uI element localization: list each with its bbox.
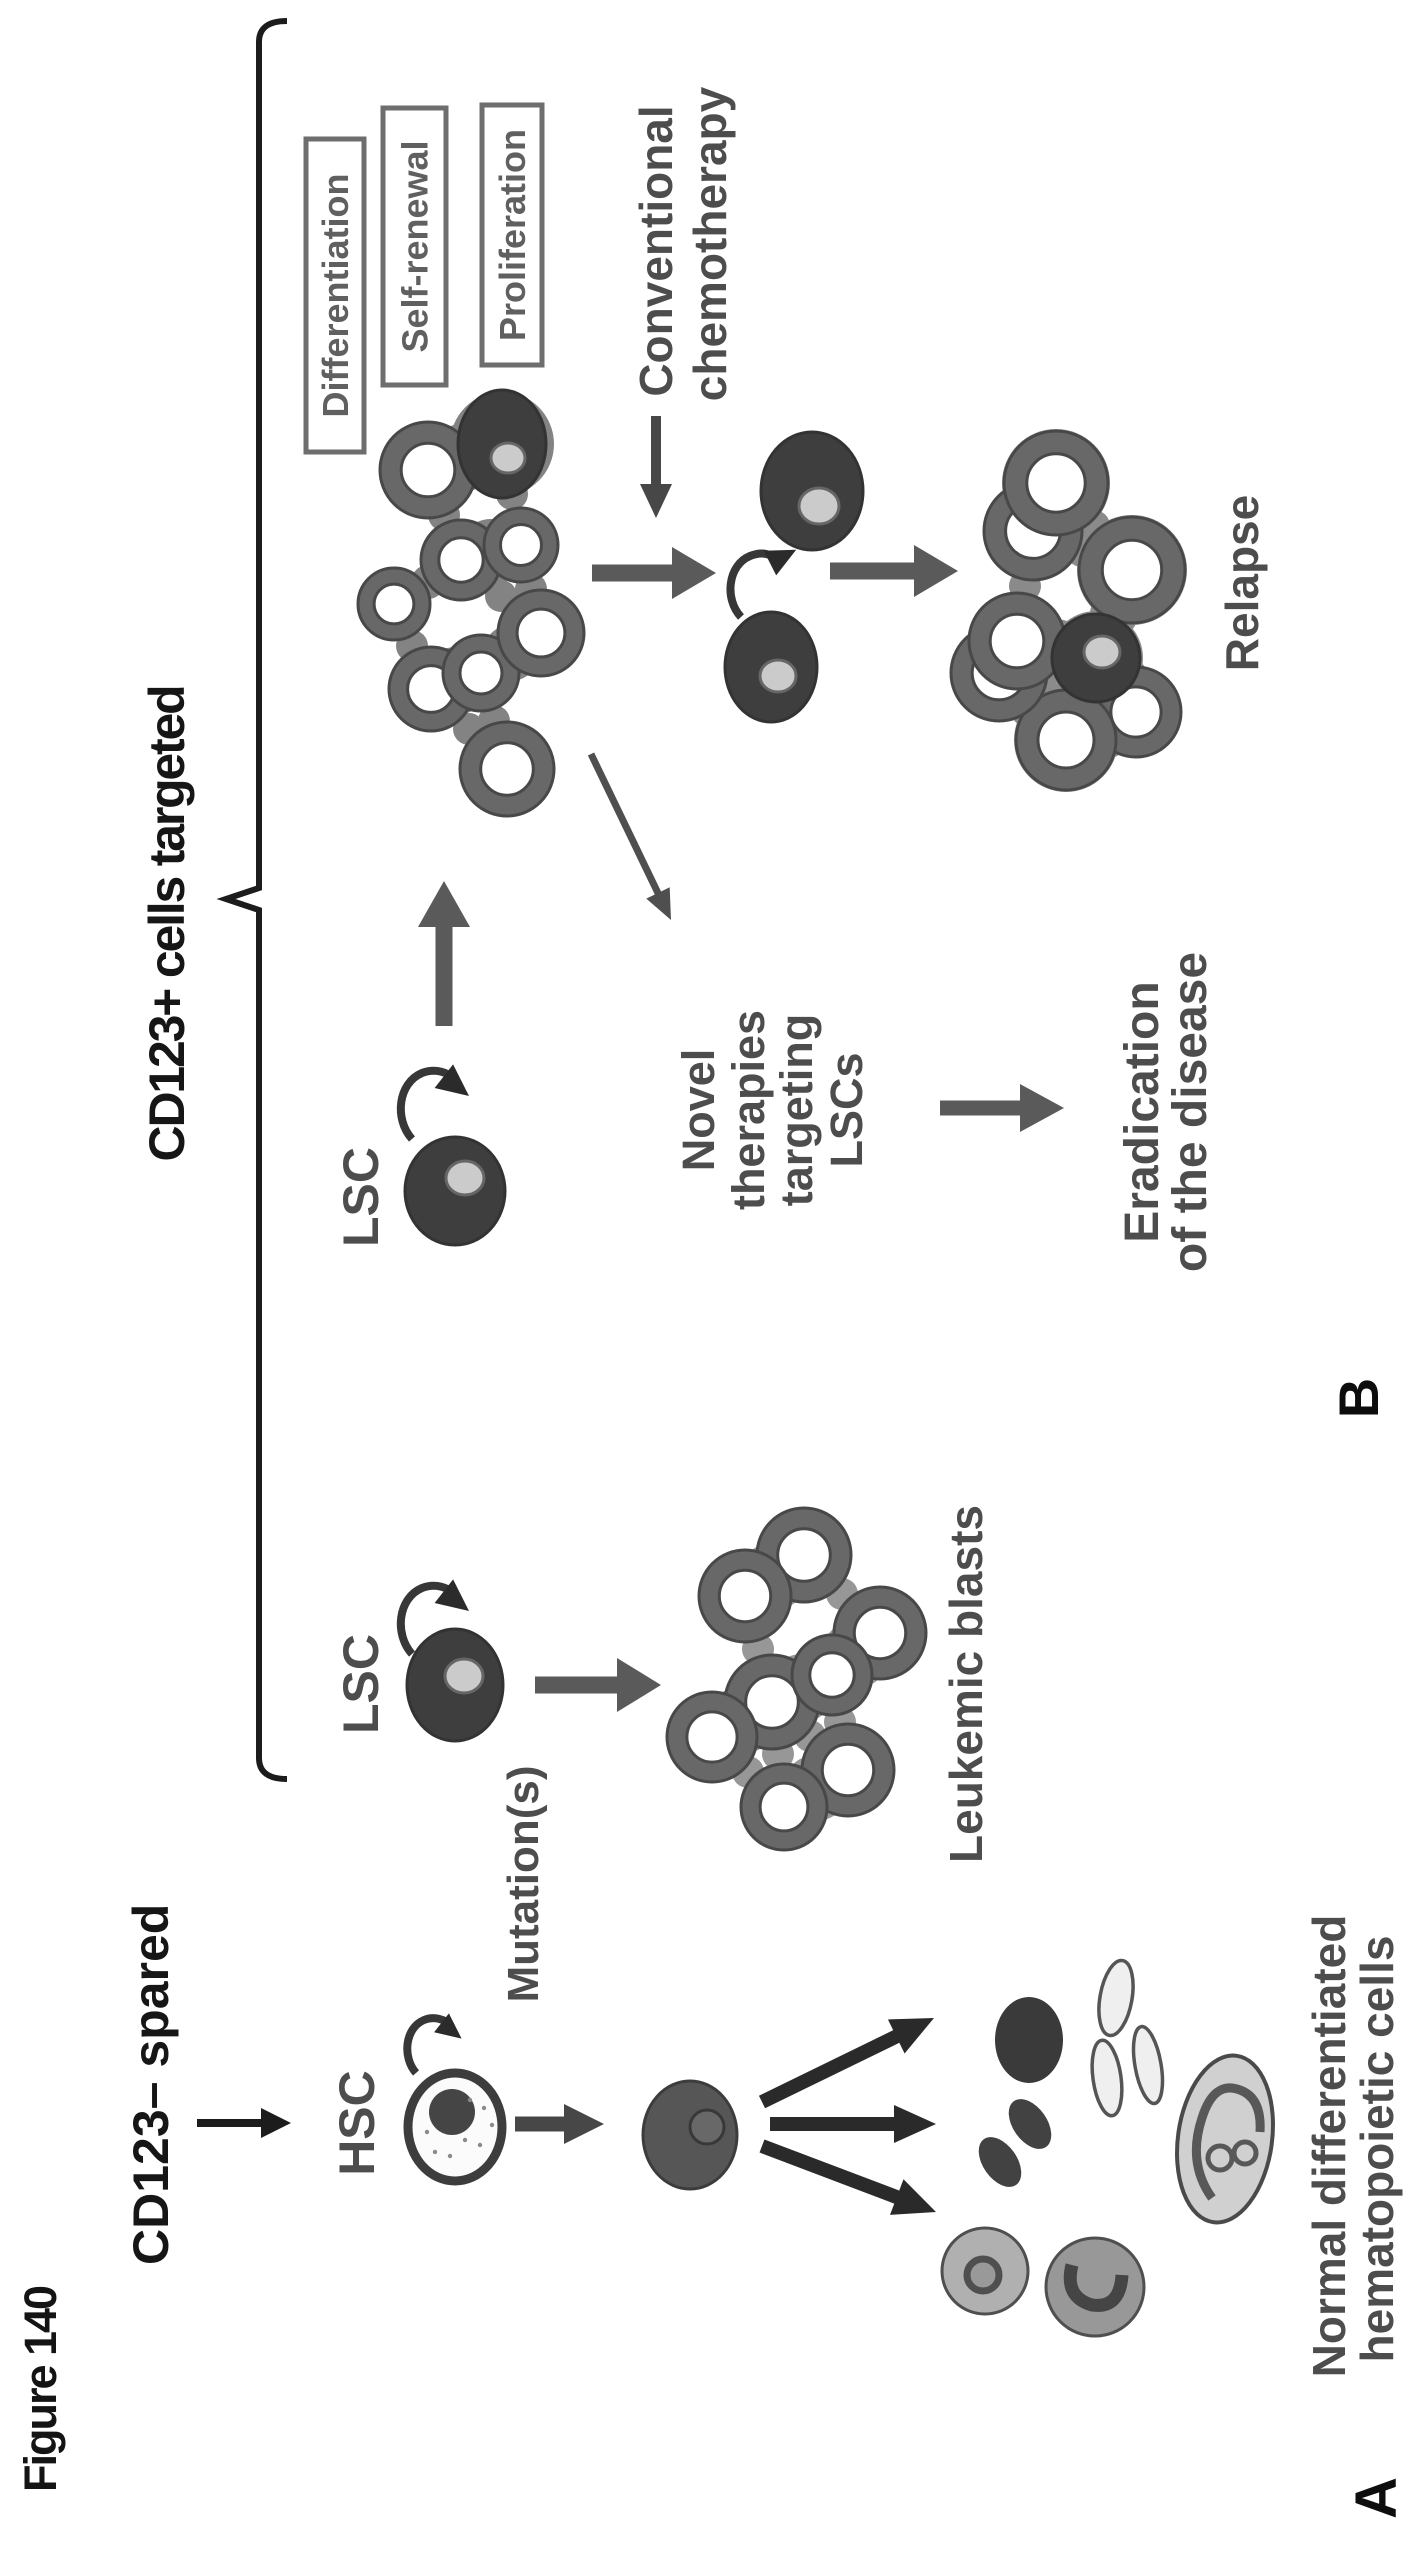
svg-text:Eradication: Eradication xyxy=(1116,981,1169,1242)
svg-text:CD123+ cells targeted: CD123+ cells targeted xyxy=(139,687,195,1162)
svg-text:Leukemic blasts: Leukemic blasts xyxy=(940,1505,992,1863)
svg-text:CD123– spared: CD123– spared xyxy=(123,1904,179,2265)
svg-text:Figure 140: Figure 140 xyxy=(15,2286,66,2492)
svg-text:targeting: targeting xyxy=(771,1014,822,1207)
svg-text:B: B xyxy=(1327,1378,1390,1418)
svg-text:Mutation(s): Mutation(s) xyxy=(499,1765,548,2002)
svg-text:Proliferation: Proliferation xyxy=(492,129,533,341)
svg-text:therapies: therapies xyxy=(723,1010,774,1210)
svg-text:LSCs: LSCs xyxy=(821,1052,872,1167)
svg-text:Novel: Novel xyxy=(673,1049,724,1172)
svg-text:A: A xyxy=(1344,2477,1409,2519)
svg-text:HSC: HSC xyxy=(329,2070,385,2176)
svg-text:Relapse: Relapse xyxy=(1216,495,1268,671)
svg-text:LSC: LSC xyxy=(333,1634,389,1734)
svg-text:Self-renewal: Self-renewal xyxy=(394,140,435,352)
svg-text:Normal differentiated: Normal differentiated xyxy=(1303,1915,1355,2378)
svg-text:Conventional: Conventional xyxy=(630,105,682,396)
svg-text:chemotherapy: chemotherapy xyxy=(684,86,736,401)
svg-text:of the disease: of the disease xyxy=(1164,952,1217,1272)
svg-text:hematopoietic cells: hematopoietic cells xyxy=(1351,1936,1403,2363)
svg-text:LSC: LSC xyxy=(333,1147,389,1247)
svg-text:Differentiation: Differentiation xyxy=(315,173,356,417)
